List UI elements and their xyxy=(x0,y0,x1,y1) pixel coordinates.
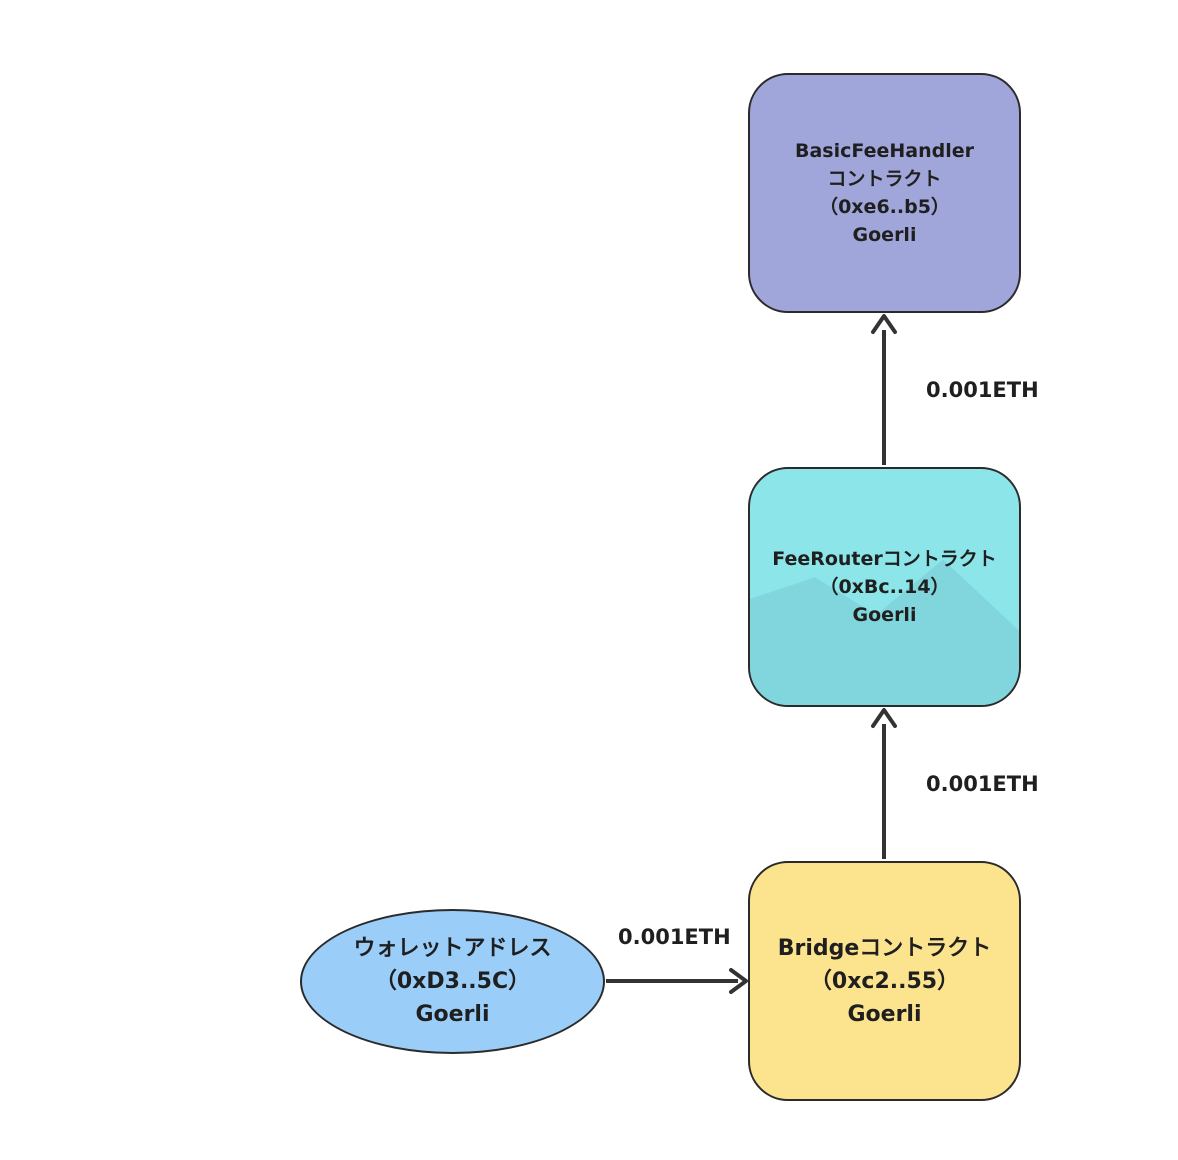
fee-router-node: FeeRouterコントラクト （0xBc..14） Goerli xyxy=(748,467,1021,707)
wallet-node: ウォレットアドレス （0xD3..5C） Goerli xyxy=(300,909,605,1054)
bridge-address: （0xc2..55） xyxy=(809,968,960,994)
edge-wallet-to-bridge xyxy=(606,968,748,994)
arrowhead-up-icon xyxy=(871,708,897,728)
bridge-node: Bridgeコントラクト （0xc2..55） Goerli xyxy=(748,861,1021,1101)
arrowhead-up-icon xyxy=(871,314,897,334)
bridge-network: Goerli xyxy=(847,1001,922,1027)
edge-router-to-basic xyxy=(871,314,897,465)
basic-fee-handler-node: BasicFeeHandler コントラクト （0xe6..b5） Goerli xyxy=(748,73,1021,313)
fee-router-address: （0xBc..14） xyxy=(819,576,950,598)
wallet-address: （0xD3..5C） xyxy=(374,969,531,994)
fee-router-name: FeeRouterコントラクト xyxy=(772,548,997,570)
basic-fee-handler-address: （0xe6..b5） xyxy=(819,196,950,218)
edge-label-bridge-to-router: 0.001ETH xyxy=(926,772,1039,796)
arrowhead-right-icon xyxy=(729,968,748,994)
basic-fee-handler-name: BasicFeeHandler xyxy=(795,140,974,162)
edge-label-router-to-basic: 0.001ETH xyxy=(926,378,1039,402)
wallet-network: Goerli xyxy=(415,1002,490,1027)
basic-fee-handler-type: コントラクト xyxy=(827,168,942,190)
wallet-name: ウォレットアドレス xyxy=(353,936,552,961)
edge-bridge-to-router xyxy=(871,708,897,859)
edge-label-wallet-to-bridge: 0.001ETH xyxy=(618,925,731,949)
fee-router-network: Goerli xyxy=(852,604,917,626)
bridge-name: Bridgeコントラクト xyxy=(777,935,992,961)
basic-fee-handler-network: Goerli xyxy=(852,224,917,246)
